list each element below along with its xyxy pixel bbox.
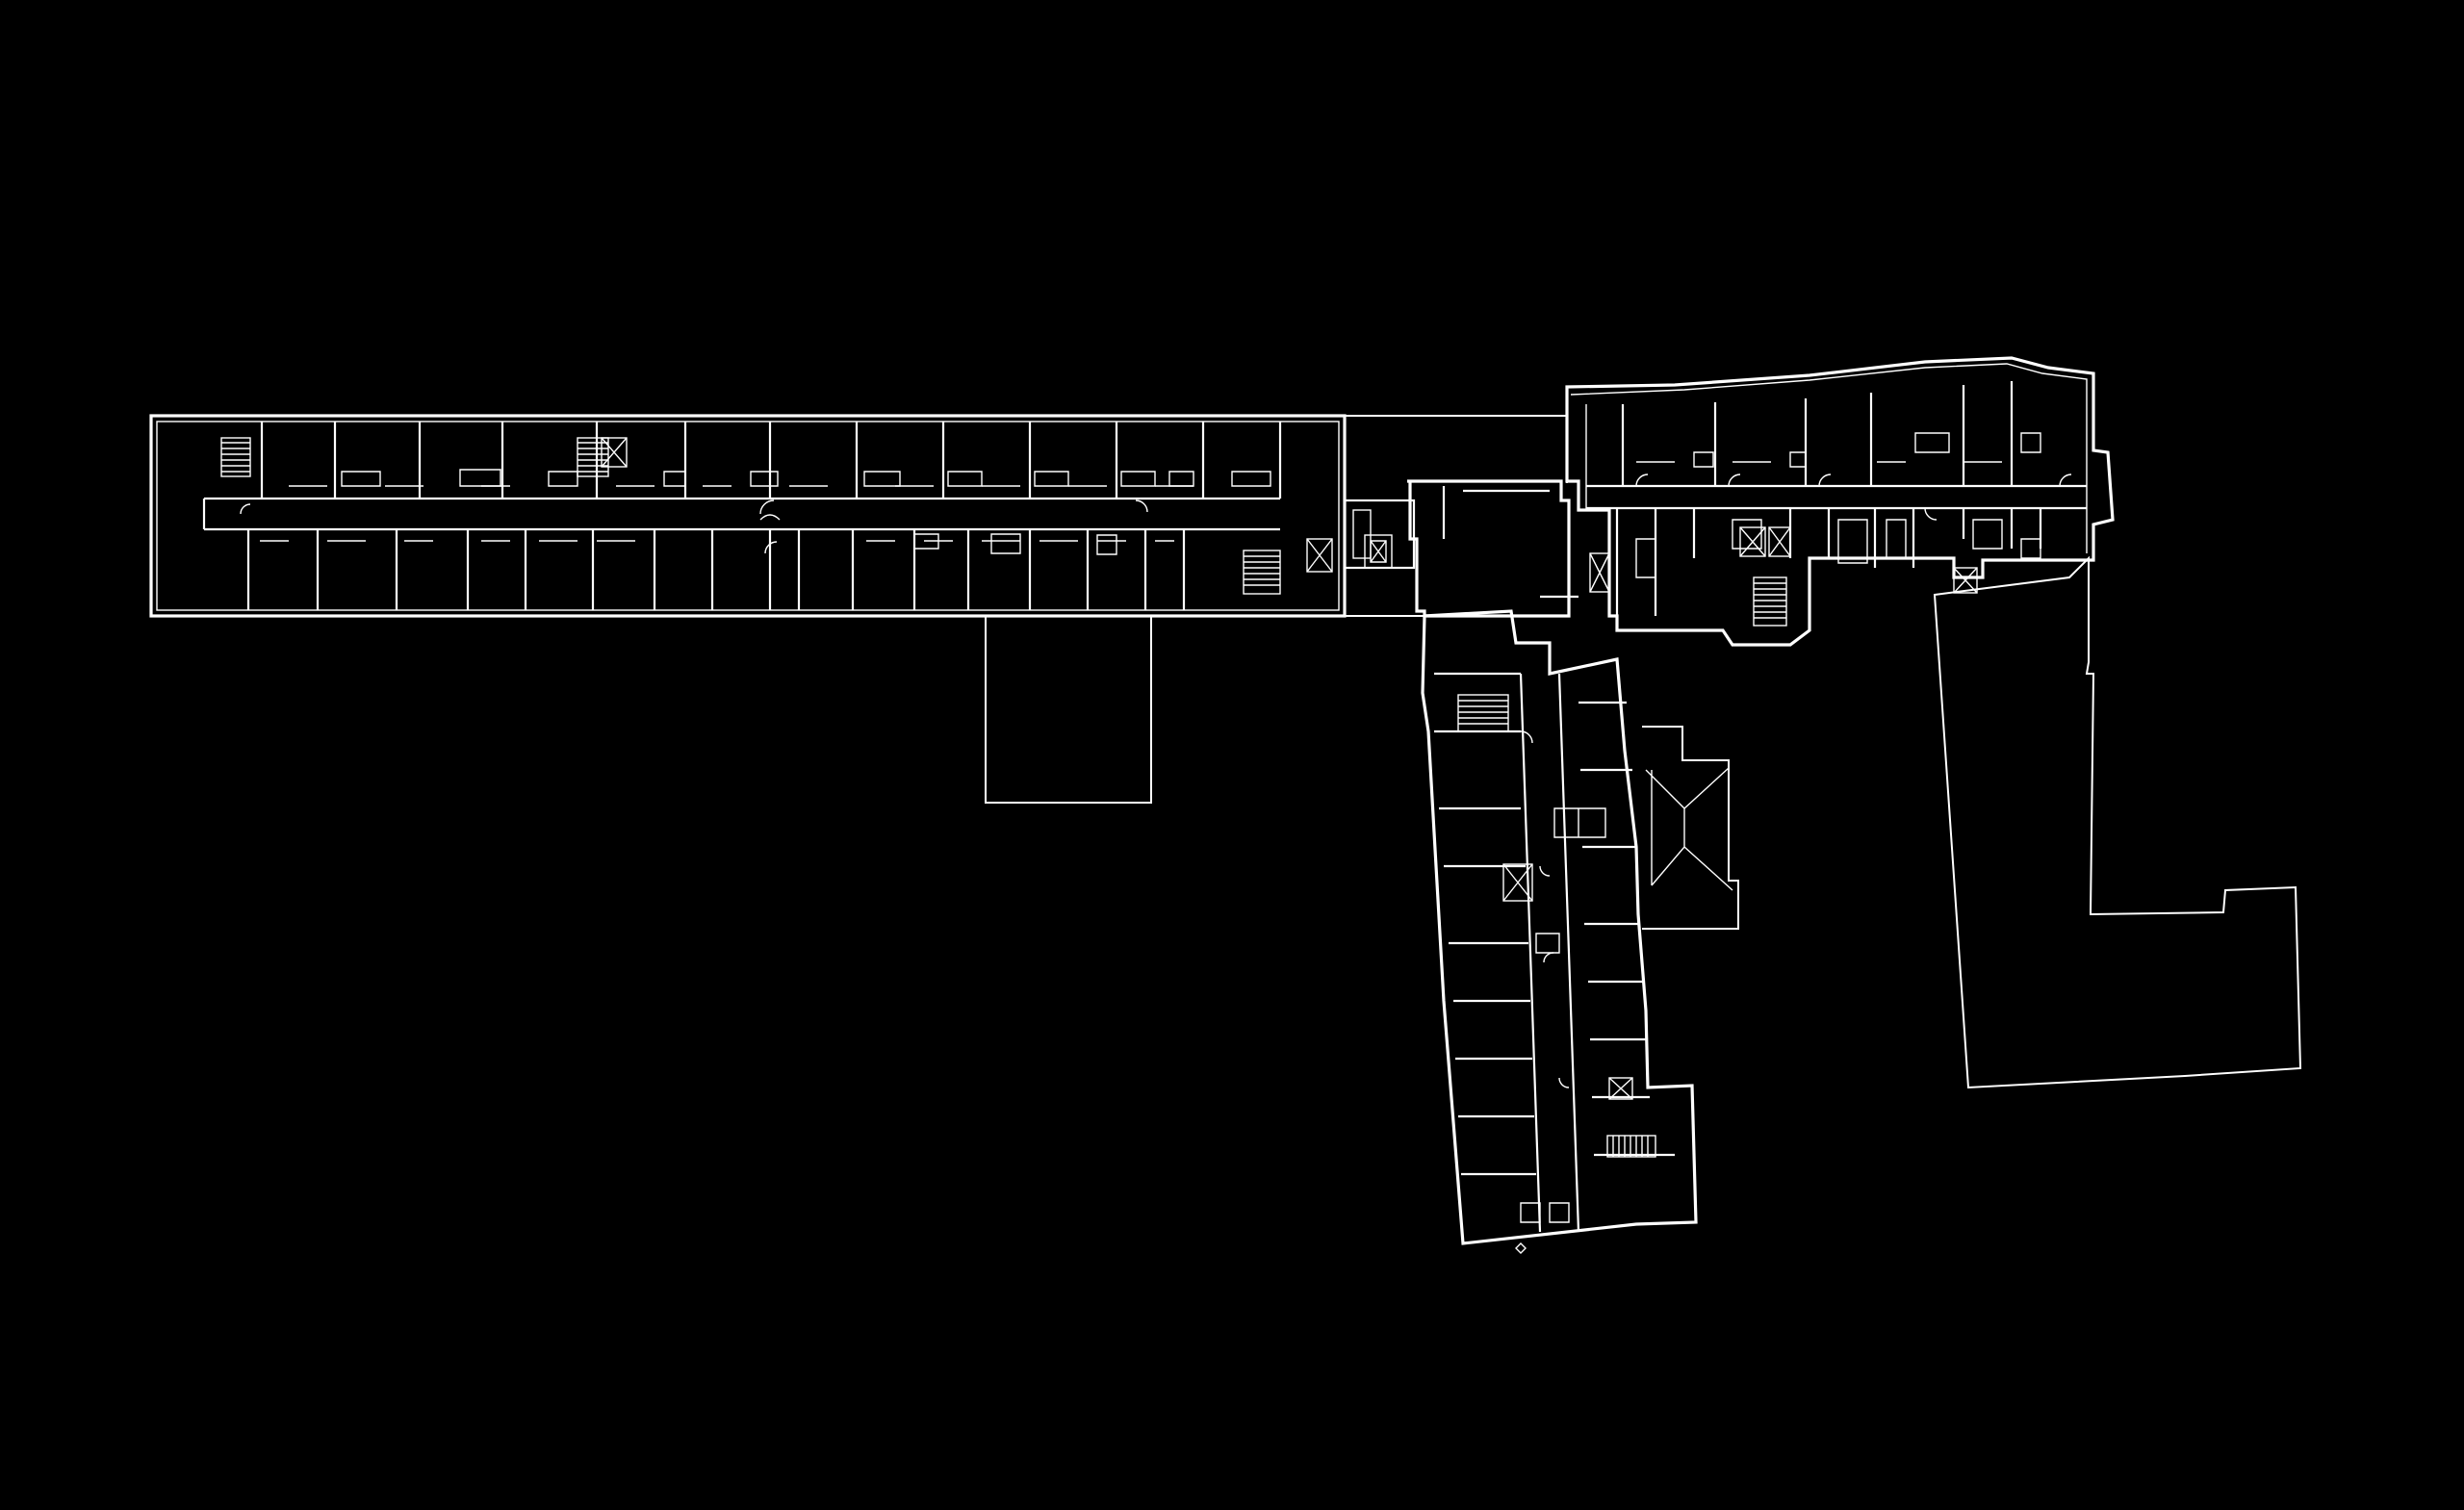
roof-ridge-icon [1645, 767, 1733, 891]
door-swing-icon [1635, 473, 2072, 521]
elevator-icon [1739, 526, 1766, 557]
stair-icon [1243, 550, 1281, 595]
west-wing-south-rooms [246, 514, 1186, 610]
elevator-icon [1953, 567, 1978, 594]
elevator-icon [1364, 534, 1393, 569]
door-swing-icon [240, 499, 1148, 554]
west-wing-corridor [202, 497, 1280, 531]
elevator-icon [1502, 863, 1533, 902]
north-east-wing [1565, 356, 2115, 647]
annex-outline-south [985, 615, 1152, 804]
stair-icon [577, 437, 609, 477]
stair-icon [1457, 694, 1509, 732]
elevator-icon [601, 437, 628, 468]
west-wing-inner-wall [156, 421, 1340, 611]
north-marker-icon [1515, 1242, 1527, 1254]
west-wing-outer-wall [149, 414, 1347, 618]
stair-icon [1753, 576, 1787, 627]
south-wing-outer-wall [1421, 609, 1698, 1245]
pyramid-roof-annex [1642, 726, 1739, 930]
elevator-icon [1589, 552, 1610, 593]
west-wing [149, 414, 1347, 618]
north-east-wing-outer-wall [1565, 356, 2115, 647]
west-wing-north-rooms [260, 422, 1282, 499]
elevator-icon [1608, 1077, 1633, 1100]
elevator-icon [1306, 538, 1333, 573]
central-link [1343, 415, 1578, 618]
door-swing-icon [1520, 730, 1570, 1088]
elevator-icon [1768, 526, 1791, 557]
east-site-outline [1933, 555, 2302, 1089]
south-wing [1421, 609, 1698, 1254]
stair-icon [1606, 1135, 1656, 1158]
stair-icon [220, 437, 251, 477]
